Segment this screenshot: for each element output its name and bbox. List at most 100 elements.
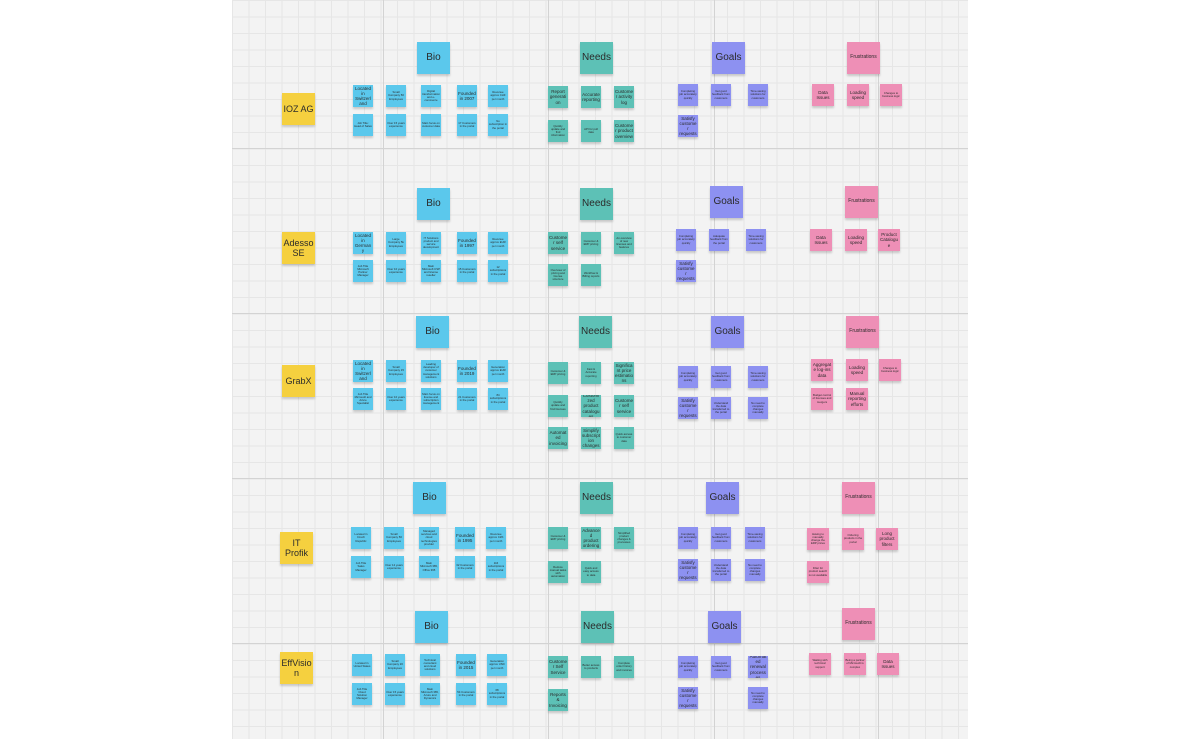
goals-sticky-note[interactable]: Satisfy customer requests	[678, 687, 698, 709]
bio-sticky-note[interactable]: Job Title Cloud Solution Manager	[352, 683, 372, 705]
needs-sticky-note[interactable]: Customer & ERP pricing	[581, 232, 601, 254]
bio-sticky-note[interactable]: Small Company 50 Employees	[386, 85, 406, 107]
needs-sticky-note[interactable]: Overview of pricing and license structur…	[548, 264, 568, 286]
frustrations-header-sticky[interactable]: Frustrations	[842, 482, 875, 514]
company-sticky[interactable]: IOZ AG	[282, 93, 315, 125]
frustrations-sticky-note[interactable]: Data Issues	[812, 84, 834, 106]
bio-sticky-note[interactable]: 32 Customers in the portal	[455, 556, 475, 578]
bio-sticky-note[interactable]: Founded in 2007	[457, 85, 477, 107]
goals-header-sticky[interactable]: Goals	[708, 611, 741, 643]
goals-sticky-note[interactable]: No need to complete changes manually	[745, 559, 765, 581]
bio-sticky-note[interactable]: Over 15 years experience	[386, 114, 406, 136]
bio-header-sticky[interactable]: Bio	[413, 482, 446, 514]
bio-sticky-note[interactable]: Job Title Microsoft and Azure Specialist	[353, 388, 373, 410]
bio-header-sticky[interactable]: Bio	[416, 316, 449, 348]
frustrations-sticky-note[interactable]: Budget control of licenses and mergers	[811, 388, 833, 410]
needs-sticky-note[interactable]: Customer self service	[614, 395, 634, 417]
needs-sticky-note[interactable]: Simplified product changes & processes	[614, 527, 634, 549]
bio-sticky-note[interactable]: Large Company 5k Employees	[386, 232, 406, 254]
needs-sticky-note[interactable]: Better access to products	[581, 656, 601, 678]
needs-sticky-note[interactable]: Complete order history and invoices	[614, 656, 634, 678]
bio-header-sticky[interactable]: Bio	[415, 611, 448, 643]
frustrations-sticky-note[interactable]: Being a partner of Microsoft is complex	[844, 653, 866, 675]
needs-sticky-note[interactable]: Customer & ERP pricing	[548, 362, 568, 384]
needs-sticky-note[interactable]: Advanced product ordering	[581, 527, 601, 549]
needs-sticky-note[interactable]: Quick access to customer data	[614, 427, 634, 449]
frustrations-sticky-note[interactable]: Manual reporting efforts	[846, 388, 868, 410]
goals-header-sticky[interactable]: Goals	[712, 42, 745, 74]
bio-header-sticky[interactable]: Bio	[417, 188, 450, 220]
bio-sticky-note[interactable]: Revenue approx EUR per month	[488, 232, 508, 254]
needs-sticky-note[interactable]: Quickly update and find information	[548, 120, 568, 142]
bio-sticky-note[interactable]: Main focus on license and subscription m…	[421, 388, 441, 410]
bio-sticky-note[interactable]: Small Company 50 Employees	[384, 527, 404, 549]
frustrations-sticky-note[interactable]: Changes to business logic	[879, 359, 901, 381]
frustrations-header-sticky[interactable]: Frustrations	[846, 316, 879, 348]
bio-sticky-note[interactable]: Located in Switzerland	[353, 85, 373, 107]
company-sticky[interactable]: GrabX	[282, 365, 315, 397]
needs-sticky-note[interactable]: Quick and easy access to data	[581, 561, 601, 583]
bio-sticky-note[interactable]: Digital transformation and e-commerce	[421, 85, 441, 107]
bio-sticky-note[interactable]: Over 10 years experience	[386, 388, 406, 410]
bio-sticky-note[interactable]: Generation approx USD per month	[487, 654, 507, 676]
goals-sticky-note[interactable]: Time-saving solutions for customers	[745, 527, 765, 549]
frustrations-sticky-note[interactable]: Aggregate log-ins data	[811, 359, 833, 381]
bio-sticky-note[interactable]: 116 subscriptions in the portal	[486, 556, 506, 578]
needs-header-sticky[interactable]: Needs	[580, 482, 613, 514]
needs-sticky-note[interactable]: Fast & Accurate reporting	[581, 362, 601, 384]
goals-sticky-note[interactable]: Completing job accurately quickly	[676, 229, 696, 251]
bio-sticky-note[interactable]: Main Microsoft 365, Azure and Dynamics	[420, 683, 440, 705]
needs-sticky-note[interactable]: Workflow & Billing reports	[581, 264, 601, 286]
needs-header-sticky[interactable]: Needs	[580, 188, 613, 220]
frustrations-sticky-note[interactable]: Loading speed	[845, 229, 867, 251]
bio-sticky-note[interactable]: Technical consultant and cloud solutions	[420, 654, 440, 676]
needs-sticky-note[interactable]: Quickly update and find licenses	[548, 395, 568, 417]
goals-sticky-note[interactable]: Completing job accurately quickly	[678, 84, 698, 106]
frustrations-sticky-note[interactable]: Waiting with technical support	[809, 653, 831, 675]
goals-header-sticky[interactable]: Goals	[706, 482, 739, 514]
needs-sticky-note[interactable]: Significant price estimations	[614, 362, 634, 384]
goals-sticky-note[interactable]: Satisfy customer requests	[678, 397, 698, 419]
goals-sticky-note[interactable]: No need to complete changes manually	[748, 687, 768, 709]
company-sticky[interactable]: Adesso SE	[282, 232, 315, 264]
bio-header-sticky[interactable]: Bio	[417, 42, 450, 74]
goals-header-sticky[interactable]: Goals	[711, 316, 744, 348]
needs-sticky-note[interactable]: Reports & Invoicing	[548, 689, 568, 711]
frustrations-sticky-note[interactable]: Loading speed	[846, 359, 868, 381]
bio-sticky-note[interactable]: Small Company 15 Employees	[386, 360, 406, 382]
goals-sticky-note[interactable]: Adequate feedback from the portal	[709, 229, 729, 251]
needs-header-sticky[interactable]: Needs	[581, 611, 614, 643]
goals-sticky-note[interactable]: No need to complete changes manually	[748, 397, 768, 419]
bio-sticky-note[interactable]: Leading developer of customer management…	[421, 360, 441, 382]
frustrations-header-sticky[interactable]: Frustrations	[842, 608, 875, 640]
frustrations-sticky-note[interactable]: Long product filters	[876, 528, 898, 550]
bio-sticky-note[interactable]: Located in Switzerland	[353, 360, 373, 382]
bio-sticky-note[interactable]: Located in United States	[352, 654, 372, 676]
bio-sticky-note[interactable]: Small Company 20 Employees	[385, 654, 405, 676]
goals-header-sticky[interactable]: Goals	[710, 186, 743, 218]
goals-sticky-note[interactable]: Understand the data transferred to the p…	[711, 397, 731, 419]
bio-sticky-note[interactable]: 12 subscriptions in the portal	[488, 260, 508, 282]
needs-sticky-note[interactable]: Customer & ERP pricing	[548, 527, 568, 549]
bio-sticky-note[interactable]: 68 subscriptions in the portal	[487, 683, 507, 705]
frustrations-sticky-note[interactable]: Data Issues	[877, 653, 899, 675]
frustrations-sticky-note[interactable]: Ordering products in the portal	[842, 528, 864, 550]
goals-sticky-note[interactable]: Completing job accurately quickly	[678, 527, 698, 549]
goals-sticky-note[interactable]: Completing job accurately quickly	[678, 366, 698, 388]
goals-sticky-note[interactable]: Get good feedback from customers	[711, 527, 731, 549]
needs-sticky-note[interactable]: Customer activity log	[614, 86, 634, 108]
goals-sticky-note[interactable]: Get good feedback from customers	[711, 366, 731, 388]
needs-sticky-note[interactable]: Automated invoicing	[548, 427, 568, 449]
frustrations-header-sticky[interactable]: Frustrations	[845, 186, 878, 218]
needs-sticky-note[interactable]: Customer product overview	[614, 120, 634, 142]
goals-sticky-note[interactable]: Time-saving solutions for customers	[748, 366, 768, 388]
bio-sticky-note[interactable]: Revenue approx CZK per month	[486, 527, 506, 549]
needs-sticky-note[interactable]: Customer self service	[548, 232, 568, 254]
bio-sticky-note[interactable]: Job Title: Head of Sales	[353, 114, 373, 136]
bio-sticky-note[interactable]: 17 Customers in the portal	[457, 114, 477, 136]
goals-sticky-note[interactable]: Time-saving solutions for customers	[748, 84, 768, 106]
company-sticky[interactable]: EffVision	[280, 652, 313, 684]
bio-sticky-note[interactable]: 15 Customers in the portal	[457, 260, 477, 282]
bio-sticky-note[interactable]: 54 Customers in the portal	[456, 683, 476, 705]
